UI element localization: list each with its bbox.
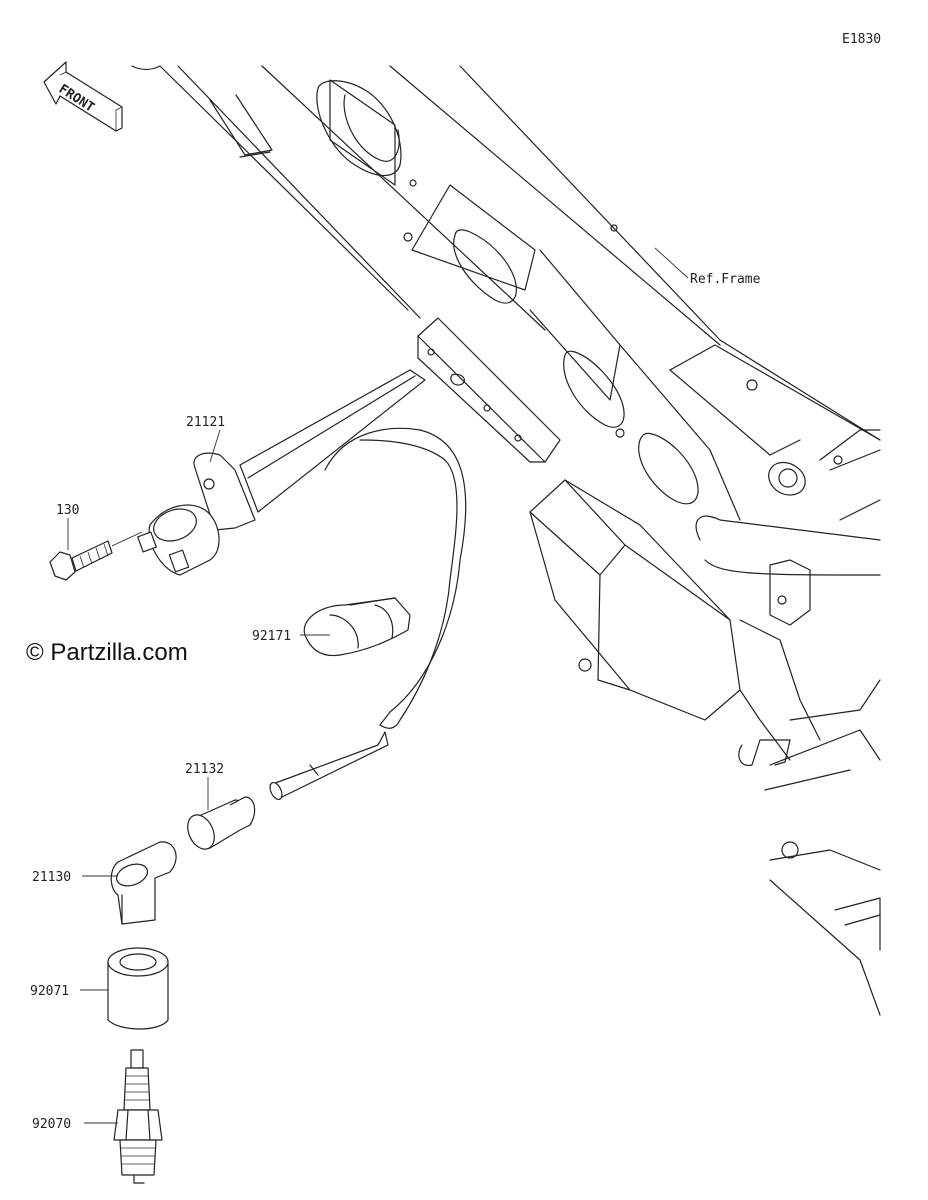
bolt	[49, 531, 143, 581]
part-label-92070: 92070	[32, 1117, 71, 1132]
watermark: © Partzilla.com	[26, 639, 188, 666]
ignition-coil	[137, 369, 426, 576]
part-label-92071: 92071	[30, 984, 69, 999]
part-label-21130: 21130	[32, 870, 71, 885]
part-label-92171: 92171	[252, 629, 291, 644]
part-label-21121: 21121	[186, 415, 225, 430]
part-label-21132: 21132	[185, 762, 224, 777]
high-tension-lead	[269, 427, 467, 801]
clamp	[303, 597, 411, 657]
diagram-code: E1830	[842, 32, 881, 47]
ref-frame-label: Ref.Frame	[690, 272, 761, 287]
spark-plug	[113, 1049, 163, 1184]
part-label-130: 130	[56, 503, 79, 518]
plug-boot-sleeve	[187, 796, 256, 850]
front-arrow-icon: FRONT	[43, 61, 123, 132]
rubber-seal	[107, 947, 169, 1030]
frame-drawing	[131, 65, 881, 1016]
spark-plug-cap	[110, 841, 177, 925]
